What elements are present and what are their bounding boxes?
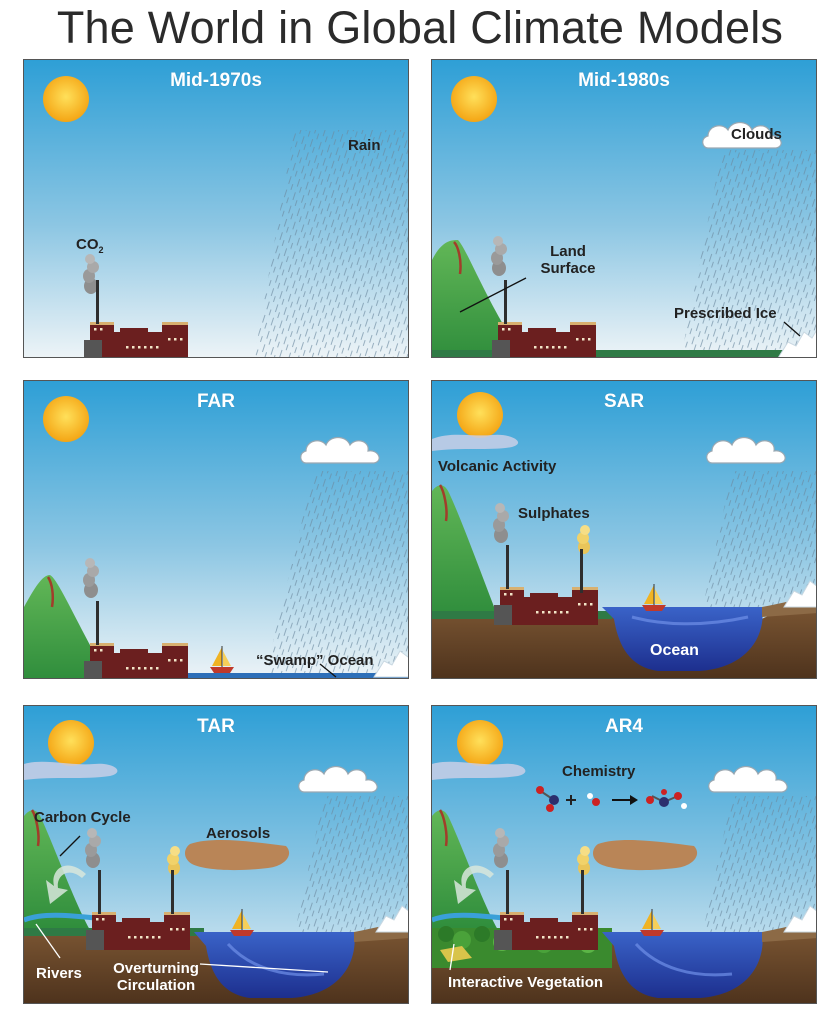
volcano-vent [438, 484, 448, 522]
rivers-pointer [35, 923, 61, 959]
panel-ar4-scene [432, 706, 816, 1003]
sun-icon [451, 76, 497, 122]
rain-streaks [702, 796, 816, 936]
panel-far-scene [24, 381, 408, 678]
aerosol-cloud [185, 840, 290, 871]
panel-sar-scene [432, 381, 816, 678]
volcanic-ash-cloud [432, 434, 519, 451]
panel-mid-1970s-scene [24, 60, 408, 357]
panel-title: Mid-1970s [170, 70, 262, 91]
carbon-cycle-arrow [46, 865, 86, 904]
rain-label: Rain [348, 137, 381, 154]
panel-ar4: AR4 Chemistry Interactive Vegetation [431, 705, 817, 1004]
ocean-current [634, 942, 733, 977]
land-strip [432, 350, 816, 357]
panel-sar: SAR Volcanic Activity Sulphates Ocean [431, 380, 817, 679]
stack [581, 870, 584, 914]
vegetation-pointer [449, 943, 455, 971]
river [24, 912, 97, 923]
volcano-vent [453, 241, 462, 275]
circulation-pointer [199, 963, 329, 973]
panel-title: SAR [603, 391, 645, 412]
stack [580, 549, 583, 593]
chemistry-label: Chemistry [562, 763, 636, 780]
molecule-icon [536, 786, 559, 812]
mountain [432, 485, 498, 617]
volcano-vent [30, 809, 40, 847]
carbon-cycle-arrow [454, 865, 494, 904]
river [432, 912, 505, 923]
panel-far: FAR “Swamp” Ocean [23, 380, 409, 679]
prescribed-ice-label: Prescribed Ice [674, 305, 777, 322]
ocean-current [226, 942, 325, 977]
carbon-pointer [59, 835, 81, 857]
mountain [24, 575, 102, 678]
sun-icon [457, 720, 503, 766]
sulphates-label: Sulphates [518, 505, 590, 522]
panel-title: Mid-1980s [578, 70, 670, 91]
volcano-vent [46, 576, 55, 608]
rain-streaks [294, 796, 408, 936]
ocean-pointer [319, 663, 337, 678]
land-pointer [459, 277, 527, 313]
panel-mid-1970s: Mid-1970s CO2 Rain [23, 59, 409, 358]
clouds-label: Clouds [731, 126, 782, 143]
plus-sign [566, 795, 576, 805]
mountain [432, 810, 498, 930]
ocean-current [631, 615, 749, 626]
volcanic-ash-cloud [24, 761, 118, 780]
volcanic-ash-cloud [432, 761, 526, 780]
panel-title: AR4 [604, 716, 643, 737]
mountain [432, 240, 510, 357]
interactive-vegetation-label: Interactive Vegetation [448, 974, 604, 991]
swamp-ocean-label: “Swamp” Ocean [256, 652, 374, 669]
aerosol-cloud [593, 840, 698, 871]
molecule-icon [587, 793, 600, 806]
panel-tar: TAR Carbon Cycle Aerosols Rivers Overtur… [23, 705, 409, 1004]
carbon-cycle-label: Carbon Cycle [34, 809, 131, 826]
swamp-ocean [174, 673, 408, 678]
rivers-label: Rivers [36, 965, 82, 982]
aerosols-label: Aerosols [206, 825, 271, 842]
arrow-icon [612, 795, 638, 805]
ocean-label: Ocean [650, 642, 699, 659]
volcanic-activity-label: Volcanic Activity [438, 458, 557, 475]
stack [171, 870, 174, 914]
panel-title: FAR [197, 391, 235, 412]
molecule-icon [646, 789, 687, 809]
co2-label: CO2 [76, 236, 104, 255]
rain-streaks [682, 150, 816, 352]
figure-title: The World in Global Climate Models [56, 2, 784, 53]
panel-mid-1980s-scene [432, 60, 816, 357]
sun-icon [43, 76, 89, 122]
rain-streaks [254, 130, 408, 357]
rain-streaks [702, 471, 816, 611]
sun-icon [457, 392, 503, 438]
panel-tar-scene [24, 706, 408, 1003]
rain-streaks [264, 471, 408, 678]
mountain [24, 810, 90, 930]
ice-pointer [783, 321, 801, 337]
sun-icon [43, 396, 89, 442]
sun-icon [48, 720, 94, 766]
panel-title: TAR [197, 716, 235, 737]
volcano-vent [438, 809, 448, 847]
